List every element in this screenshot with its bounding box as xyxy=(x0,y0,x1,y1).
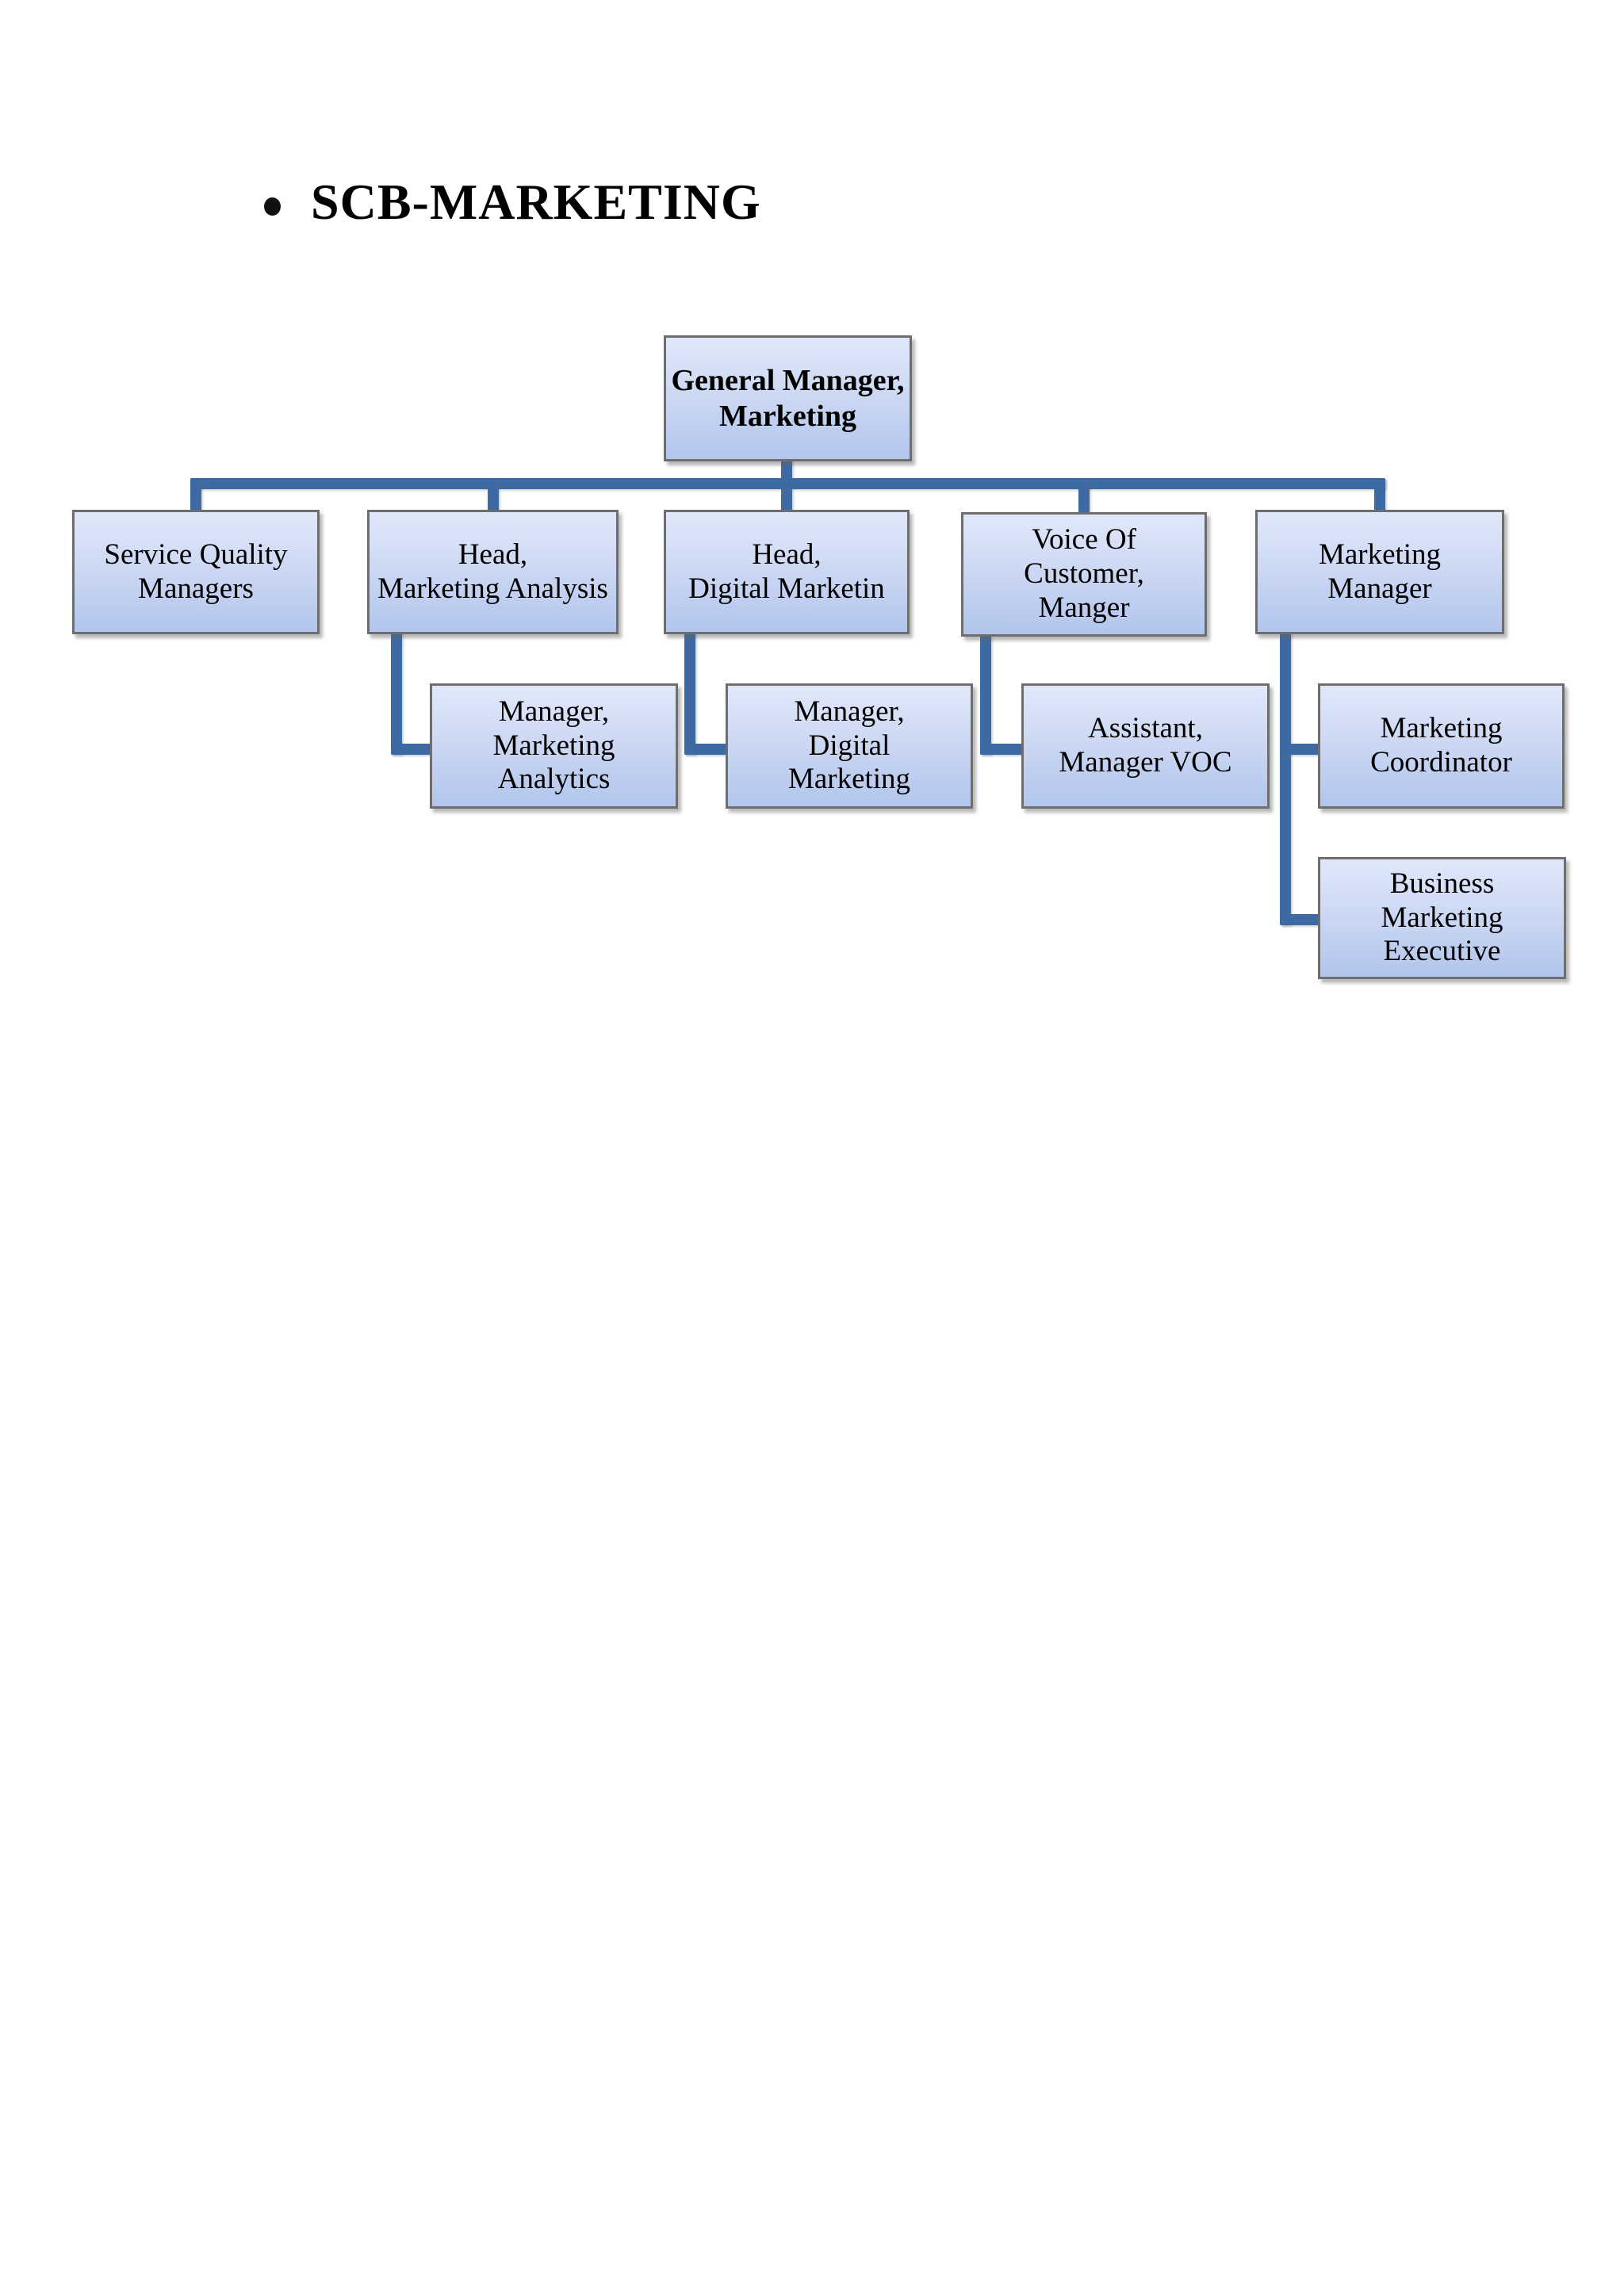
connector-executive-elbow xyxy=(1280,914,1326,925)
org-node-marketing-manager: Marketing Manager xyxy=(1255,510,1504,634)
org-node-label: General Manager, Marketing xyxy=(671,364,905,433)
page-title: SCB-MARKETING xyxy=(311,174,761,230)
org-node-label: Business Marketing Executive xyxy=(1381,867,1503,968)
org-node-head-digital-marketin: Head, Digital Marketin xyxy=(664,510,910,634)
org-node-label: Head, Digital Marketin xyxy=(688,538,885,605)
bullet-icon xyxy=(264,197,281,216)
org-node-label: Marketing Manager xyxy=(1318,538,1442,605)
connector-digital-vertical xyxy=(684,630,695,755)
org-node-marketing-coordinator: Marketing Coordinator xyxy=(1318,683,1565,809)
org-node-label: Assistant, Manager VOC xyxy=(1059,712,1232,779)
connector-digital-elbow xyxy=(684,744,732,755)
connector-drop-service-quality xyxy=(190,478,201,516)
connector-drop-marketing-manager xyxy=(1374,478,1385,516)
connector-analytics-elbow xyxy=(391,744,437,755)
org-node-label: Voice Of Customer, Manger xyxy=(1024,523,1144,624)
org-node-label: Manager, Digital Marketing xyxy=(787,695,911,796)
connector-voc-vertical xyxy=(980,633,991,755)
section-title-row: SCB-MARKETING xyxy=(264,173,761,232)
org-node-voice-of-customer-manger: Voice Of Customer, Manger xyxy=(961,512,1207,637)
org-node-manager-digital-marketing: Manager, Digital Marketing xyxy=(726,683,973,809)
org-node-label: Service Quality Managers xyxy=(104,538,288,605)
connector-drop-voice-of-customer xyxy=(1078,478,1090,518)
org-node-label: Head, Marketing Analysis xyxy=(377,538,608,605)
org-node-label: Manager, Marketing Analytics xyxy=(492,695,615,796)
connector-drop-marketing-analysis xyxy=(488,478,499,516)
connector-level1-bus xyxy=(190,478,1385,489)
org-node-label: Marketing Coordinator xyxy=(1370,712,1512,779)
org-node-head-marketing-analysis: Head, Marketing Analysis xyxy=(367,510,619,634)
connector-voc-elbow xyxy=(980,744,1028,755)
org-node-assistant-manager-voc: Assistant, Manager VOC xyxy=(1021,683,1270,809)
org-node-business-marketing-executive: Business Marketing Executive xyxy=(1318,857,1566,979)
connector-analytics-vertical xyxy=(391,630,402,755)
connector-coordinator-elbow xyxy=(1280,744,1326,755)
org-node-general-manager-marketing: General Manager, Marketing xyxy=(664,335,912,461)
org-node-service-quality-managers: Service Quality Managers xyxy=(72,510,320,634)
connector-manager-vertical xyxy=(1280,630,1291,925)
org-node-manager-marketing-analytics: Manager, Marketing Analytics xyxy=(430,683,678,809)
